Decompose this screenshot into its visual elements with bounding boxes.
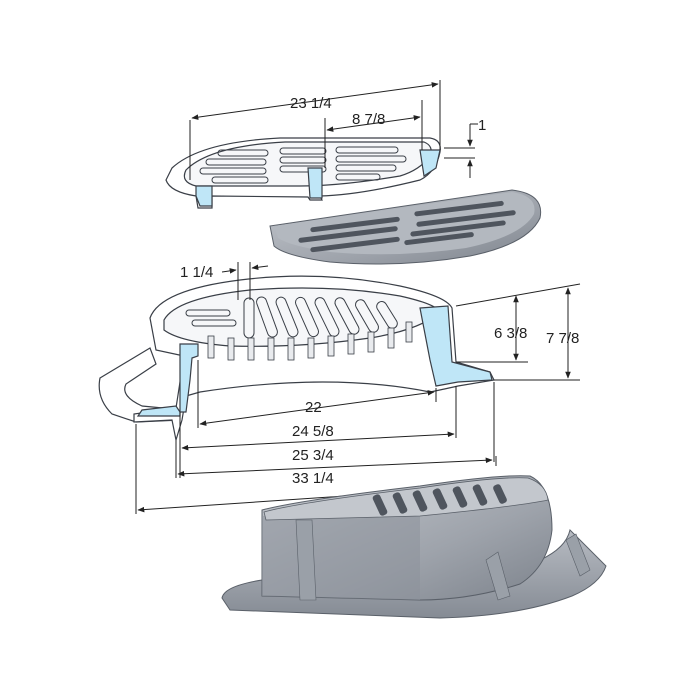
grate-dimensions: 23 1/4 8 7/8 1 [189,80,486,180]
dim-grate-width: 23 1/4 [290,95,332,112]
grate-section-slots [199,146,407,184]
grate-cut-right [419,149,441,178]
frame-3d-ribs [295,519,591,601]
frame-3d-slots [372,484,507,516]
frame-grate-teeth [207,321,413,361]
dim-seat-width: 24 5/8 [292,423,334,440]
dim-inner-height: 6 3/8 [494,325,527,342]
grate-section-view [165,137,441,209]
dim-flange-width: 33 1/4 [292,470,334,487]
frame-cut-left [136,343,199,417]
grate-cut-left [195,185,213,207]
grate-3d-slots [298,200,516,253]
frame-cut-right [419,305,493,387]
frame-grate-slots [185,296,398,339]
dim-bar-spacing: 1 1/4 [180,264,213,281]
dim-grate-half: 8 7/8 [352,111,385,128]
frame-3d-view [221,475,607,619]
grate-cut-middle [307,167,323,199]
frame-dimensions: 1 1/4 6 3/8 7 7/8 22 24 5/8 25 3/4 33 1/… [135,262,581,514]
dim-overall-height: 7 7/8 [546,330,579,347]
dim-frame-width: 25 3/4 [292,447,334,464]
grate-3d-view [269,189,542,265]
frame-section-view [98,275,495,441]
dim-grate-thickness: 1 [478,117,486,134]
frame-3d-front-face [262,506,420,600]
dim-clear-opening: 22 [305,399,322,416]
